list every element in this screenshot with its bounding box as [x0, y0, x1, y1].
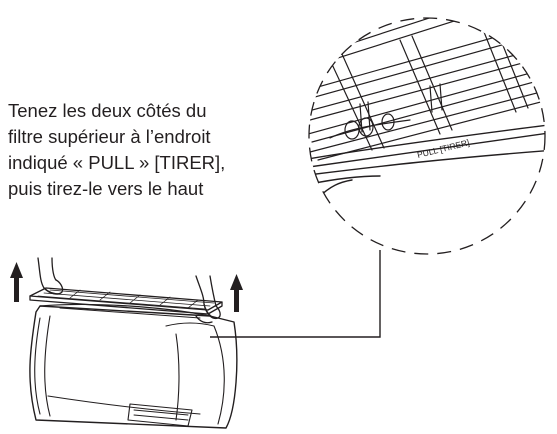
unit-body — [29, 305, 238, 429]
instruction-line-4: puis tirez-le vers le haut — [8, 178, 204, 199]
right-hand — [195, 275, 221, 324]
leader-line — [210, 250, 381, 338]
left-hand — [37, 257, 64, 295]
filter-mesh — [29, 287, 223, 315]
instruction-line-3: indiqué « PULL » [TIRER], — [8, 152, 226, 173]
detail-circle-outline — [308, 17, 546, 255]
instruction-text: Tenez les deux côtés du filtre supérieur… — [8, 98, 298, 202]
detail-magnifier: PULL [TIRER] — [308, 17, 546, 255]
instruction-line-2: filtre supérieur à l’endroit — [8, 126, 211, 147]
arrow-up-right-icon — [230, 274, 243, 312]
arrow-up-left-icon — [10, 262, 23, 302]
filter-tab-label: PULL [TIRER] — [416, 137, 470, 160]
air-conditioner-unit — [29, 257, 238, 429]
instruction-line-1: Tenez les deux côtés du — [8, 100, 207, 121]
hinge-detail — [329, 113, 411, 140]
